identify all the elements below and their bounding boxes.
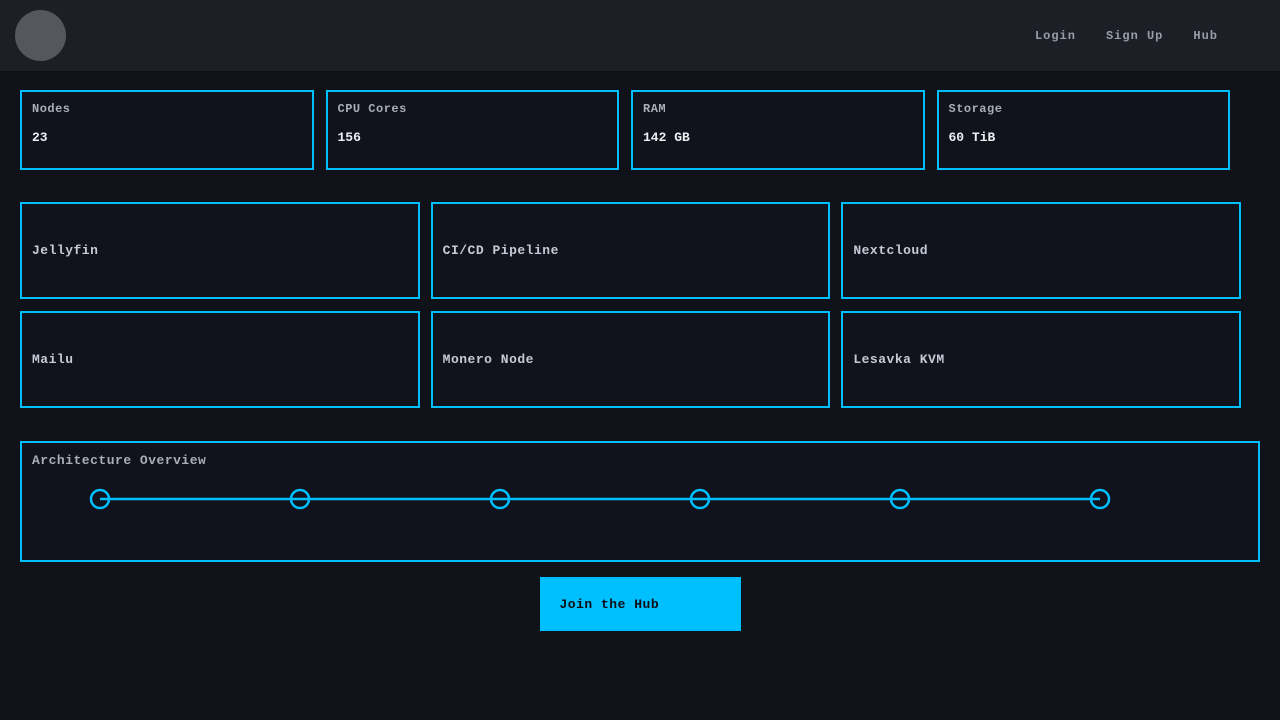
service-card-nextcloud[interactable]: Nextcloud [841,202,1241,299]
stat-label: CPU Cores [338,102,608,116]
stat-card-nodes: Nodes 23 [20,90,314,170]
join-hub-button[interactable]: Join the Hub [540,577,741,631]
architecture-node-icon [1091,490,1109,508]
architecture-diagram [22,443,1258,560]
stat-label: Storage [949,102,1219,116]
stat-value: 60 TiB [949,130,1219,145]
stat-value: 156 [338,130,608,145]
architecture-node-icon [91,490,109,508]
service-card-jellyfin[interactable]: Jellyfin [20,202,420,299]
join-hub-button-label: Join the Hub [560,597,660,612]
stat-label: Nodes [32,102,302,116]
stat-card-storage: Storage 60 TiB [937,90,1231,170]
service-name: Jellyfin [32,243,98,258]
nav-link-hub[interactable]: Hub [1193,29,1218,43]
stat-card-cpu-cores: CPU Cores 156 [326,90,620,170]
nav-link-login[interactable]: Login [1035,29,1076,43]
service-name: Lesavka KVM [853,352,944,367]
service-card-mailu[interactable]: Mailu [20,311,420,408]
services-grid: Jellyfin CI/CD Pipeline Nextcloud Mailu … [20,202,1241,408]
service-card-lesavka-kvm[interactable]: Lesavka KVM [841,311,1241,408]
architecture-node-icon [491,490,509,508]
architecture-node-icon [891,490,909,508]
avatar[interactable] [15,10,66,61]
stat-label: RAM [643,102,913,116]
stat-value: 23 [32,130,302,145]
architecture-node-icon [691,490,709,508]
service-card-monero-node[interactable]: Monero Node [431,311,831,408]
nav-link-signup[interactable]: Sign Up [1106,29,1163,43]
cta-row: Join the Hub [20,577,1260,631]
navbar: Login Sign Up Hub [0,0,1280,71]
architecture-panel: Architecture Overview [20,441,1260,562]
architecture-node-icon [291,490,309,508]
service-name: Mailu [32,352,74,367]
nav-links: Login Sign Up Hub [1035,29,1218,43]
service-name: CI/CD Pipeline [443,243,559,258]
stat-value: 142 GB [643,130,913,145]
stats-row: Nodes 23 CPU Cores 156 RAM 142 GB Storag… [20,90,1230,170]
main-content: Nodes 23 CPU Cores 156 RAM 142 GB Storag… [0,71,1280,631]
service-card-cicd-pipeline[interactable]: CI/CD Pipeline [431,202,831,299]
service-name: Nextcloud [853,243,928,258]
service-name: Monero Node [443,352,534,367]
stat-card-ram: RAM 142 GB [631,90,925,170]
